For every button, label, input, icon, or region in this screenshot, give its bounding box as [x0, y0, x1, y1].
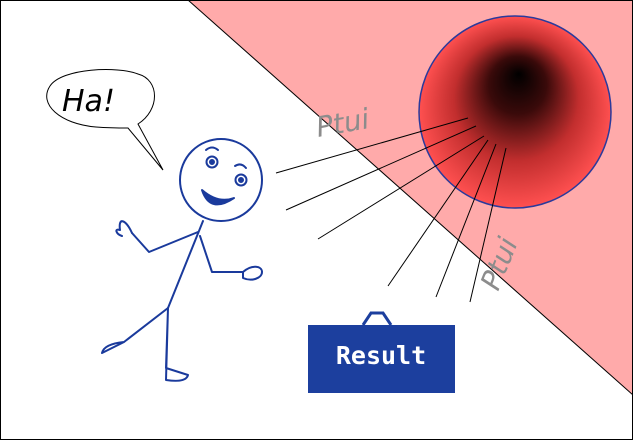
stick-figure-icon — [101, 138, 263, 382]
ray-lines — [275, 117, 507, 303]
briefcase-icon — [308, 311, 455, 393]
speech-bubble — [46, 69, 164, 171]
diagonal-divider — [187, 0, 633, 396]
speech-bubble-text: Ha! — [62, 84, 115, 119]
gradient-sphere-icon — [418, 15, 612, 209]
briefcase-body — [308, 325, 455, 393]
briefcase-label: Result — [336, 341, 426, 370]
